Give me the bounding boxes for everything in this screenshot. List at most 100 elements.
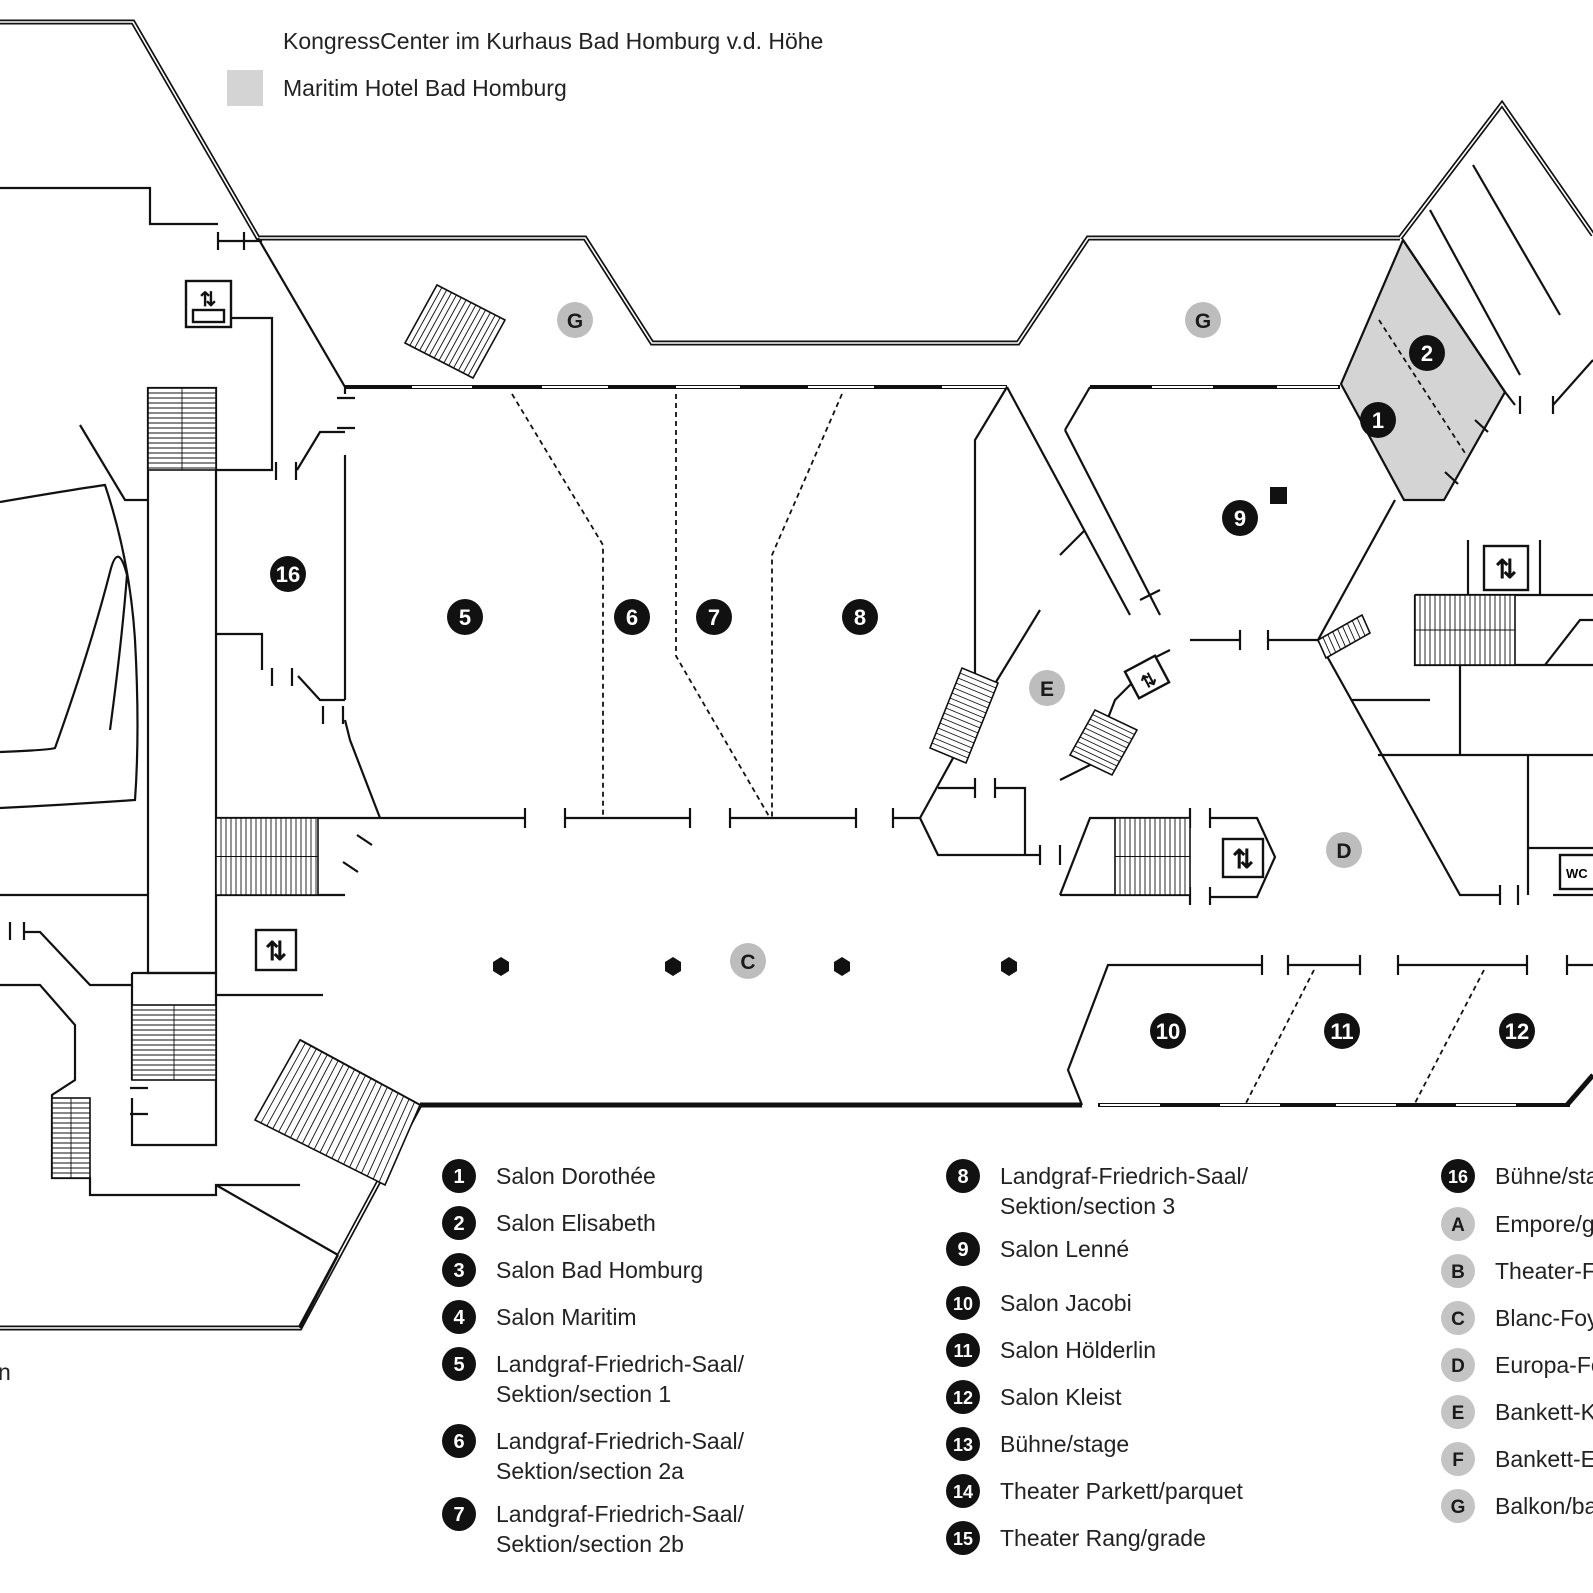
svg-text:G: G xyxy=(567,310,583,333)
legend-badge: F xyxy=(1441,1442,1475,1476)
legend-badge: A xyxy=(1441,1207,1475,1241)
svg-text:10: 10 xyxy=(953,1294,973,1314)
legend-item-b: B Theater-F xyxy=(1441,1254,1593,1288)
header-line-maritim: Maritim Hotel Bad Homburg xyxy=(283,75,567,101)
svg-text:1: 1 xyxy=(453,1166,464,1188)
svg-text:⇅: ⇅ xyxy=(265,936,287,966)
room-marker-2: 2 xyxy=(1409,335,1445,371)
legend-label: Empore/g xyxy=(1495,1211,1593,1237)
legend-item-f: F Bankett-E xyxy=(1441,1442,1593,1476)
svg-text:12: 12 xyxy=(953,1388,973,1408)
room-marker-9: 9 xyxy=(1222,500,1258,536)
legend-item-12: 12 Salon Kleist xyxy=(946,1380,1122,1414)
legend-label: Salon Maritim xyxy=(496,1304,637,1330)
legend-item-9: 9 Salon Lenné xyxy=(946,1232,1129,1266)
room-marker-1: 1 xyxy=(1360,402,1396,438)
legend-label: Theater-F xyxy=(1495,1258,1593,1284)
legend-badge: 11 xyxy=(946,1333,980,1367)
svg-text:4: 4 xyxy=(453,1307,465,1329)
legend-badge: 14 xyxy=(946,1474,980,1508)
lift-icon-e: ⇅ xyxy=(1123,654,1171,700)
area-marker-g: G xyxy=(557,302,593,338)
stairs-e-left xyxy=(928,666,1000,765)
svg-text:WC: WC xyxy=(1566,866,1588,881)
room-marker-16: 16 xyxy=(270,556,306,592)
legend-label: Salon Hölderlin xyxy=(1000,1337,1156,1363)
wc-icon: WC xyxy=(1558,853,1593,891)
svg-text:D: D xyxy=(1336,840,1351,863)
legend-label: Salon Dorothée xyxy=(496,1163,656,1189)
svg-text:2: 2 xyxy=(453,1213,464,1235)
legend-badge: 13 xyxy=(946,1427,980,1461)
legend-label: Landgraf-Friedrich-Saal/ xyxy=(496,1501,745,1527)
legend-badge: 8 xyxy=(946,1159,980,1193)
area-marker-g: G xyxy=(1185,302,1221,338)
outer-walls xyxy=(0,19,1593,1331)
svg-text:E: E xyxy=(1452,1403,1465,1424)
svg-text:8: 8 xyxy=(957,1166,968,1188)
svg-text:E: E xyxy=(1040,678,1054,701)
svg-text:14: 14 xyxy=(953,1482,973,1502)
room-marker-6: 6 xyxy=(614,599,650,635)
legend-item-7: 7 Landgraf-Friedrich-Saal/Sektion/section… xyxy=(442,1497,745,1557)
legend-label: Sektion/section 2b xyxy=(496,1531,684,1557)
legend-label: Sektion/section 1 xyxy=(496,1381,671,1407)
legend-badge: 3 xyxy=(442,1253,476,1287)
legend-label: Blanc-Foy xyxy=(1495,1305,1593,1331)
svg-text:G: G xyxy=(1451,1497,1466,1518)
svg-text:10: 10 xyxy=(1156,1019,1180,1044)
legend-badge: 10 xyxy=(946,1286,980,1320)
stairs-diagonal-lower xyxy=(253,1038,422,1187)
legend-label: Balkon/ba xyxy=(1495,1493,1593,1519)
svg-text:9: 9 xyxy=(957,1239,968,1261)
legend-badge: 12 xyxy=(946,1380,980,1414)
svg-text:16: 16 xyxy=(1448,1167,1468,1187)
partition-dashes xyxy=(511,393,1485,1106)
legend-badge: 16 xyxy=(1441,1159,1475,1193)
legend-badge: 15 xyxy=(946,1521,980,1555)
lift-icon-right: ⇅ xyxy=(1482,544,1530,592)
legend-item-a: A Empore/g xyxy=(1441,1207,1593,1241)
legend-label: Sektion/section 2a xyxy=(496,1458,684,1484)
legend-badge: 7 xyxy=(442,1497,476,1531)
legend-label: Landgraf-Friedrich-Saal/ xyxy=(496,1428,745,1454)
legend-badge: E xyxy=(1441,1395,1475,1429)
svg-text:15: 15 xyxy=(953,1529,973,1549)
legend-label: Bankett-E xyxy=(1495,1446,1593,1472)
lift-icon-left: ⇅ xyxy=(254,928,298,972)
legend-label: Salon Lenné xyxy=(1000,1236,1129,1262)
svg-text:⇅: ⇅ xyxy=(200,289,217,311)
legend-badge: B xyxy=(1441,1254,1475,1288)
room-marker-11: 11 xyxy=(1324,1013,1360,1049)
room-marker-8: 8 xyxy=(842,599,878,635)
hotel-swatch xyxy=(227,70,263,106)
svg-text:12: 12 xyxy=(1505,1019,1529,1044)
legend-label: Bühne/sta xyxy=(1495,1163,1593,1189)
small-square-marker xyxy=(1270,487,1287,504)
legend-label: Landgraf-Friedrich-Saal/ xyxy=(1000,1163,1249,1189)
svg-text:⇅: ⇅ xyxy=(1495,554,1517,584)
stairs-junction xyxy=(1316,613,1372,660)
legend-badge: 6 xyxy=(442,1424,476,1458)
svg-text:5: 5 xyxy=(459,605,471,630)
door-ticks xyxy=(8,232,1569,1116)
svg-text:13: 13 xyxy=(953,1435,973,1455)
legend-label: Europa-Fo xyxy=(1495,1352,1593,1378)
legend-label: Salon Kleist xyxy=(1000,1384,1122,1410)
legend-item-11: 11 Salon Hölderlin xyxy=(946,1333,1156,1367)
room-marker-10: 10 xyxy=(1150,1013,1186,1049)
header-legend: KongressCenter im Kurhaus Bad Homburg v.… xyxy=(227,28,823,106)
stairs-d-box xyxy=(1114,817,1191,896)
svg-text:1: 1 xyxy=(1372,408,1384,433)
